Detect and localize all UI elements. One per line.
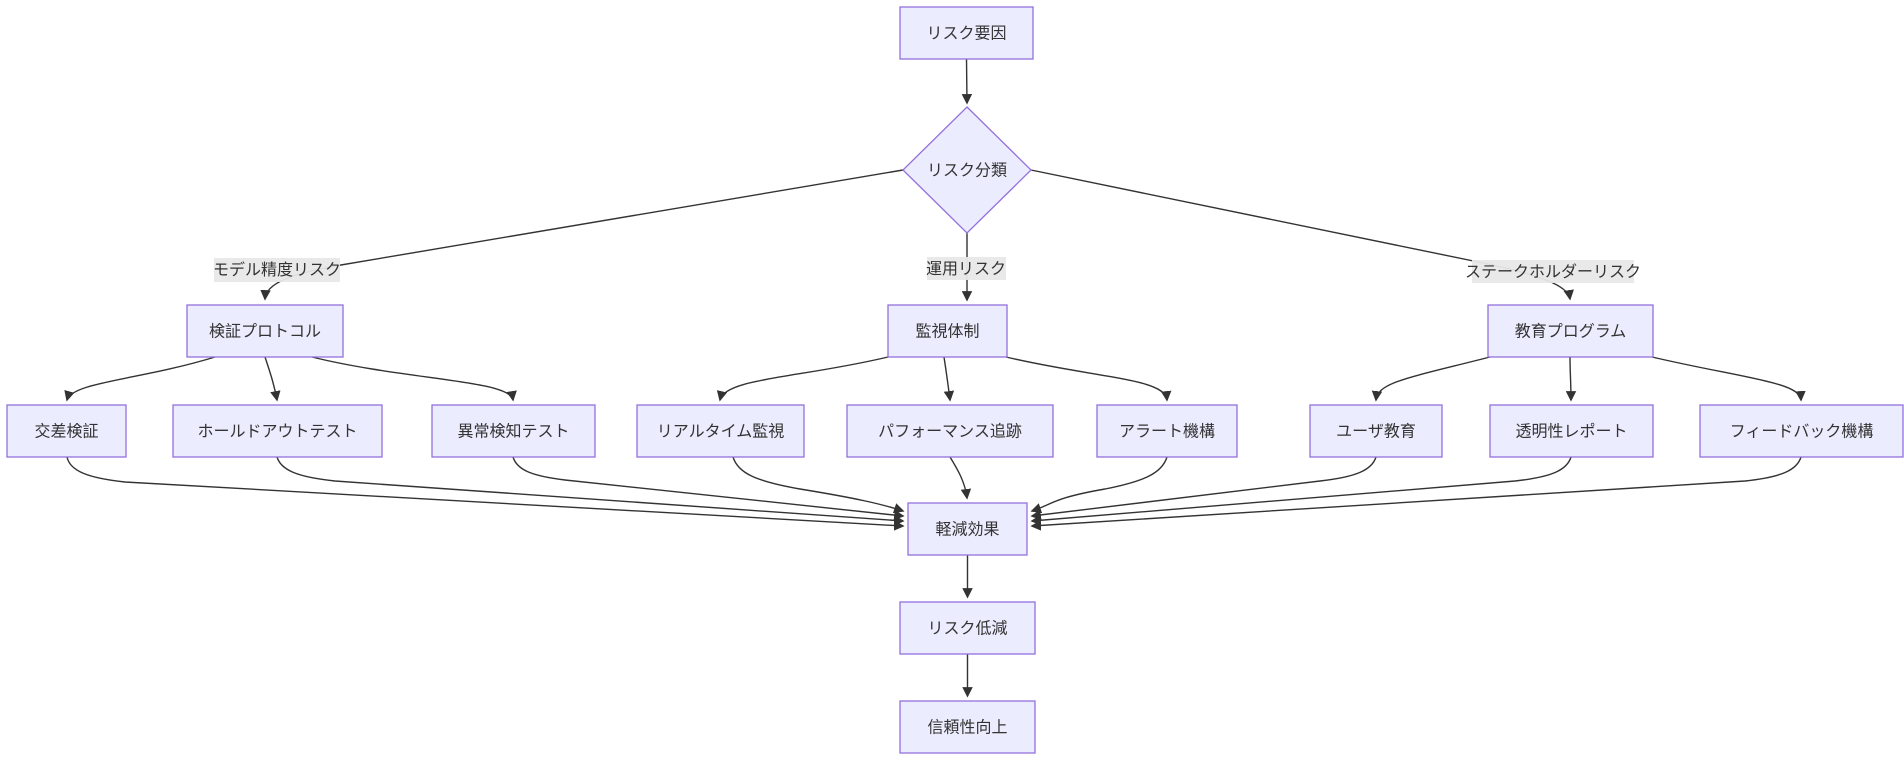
node-usered: ユーザ教育 (1309, 404, 1443, 458)
node-box (186, 304, 344, 358)
edge-monitoring-to-perf (943, 356, 955, 402)
edge-monitoring-to-alert (1005, 356, 1172, 402)
edge-label-text: モデル精度リスク (213, 260, 341, 279)
node-box (899, 700, 1036, 754)
node-monitoring: 監視体制 (887, 304, 1008, 358)
edge-validation-to-anomaly (311, 356, 517, 402)
node-holdout: ホールドアウトテスト (172, 404, 383, 458)
node-box (6, 404, 127, 458)
node-box (907, 502, 1028, 556)
edge-label-stakeholder-risk: ステークホルダーリスク (1465, 260, 1641, 283)
edge-layer (64, 58, 1806, 698)
edge-realtime-to-mitigation (732, 456, 905, 514)
node-label: 透明性レポート (1515, 423, 1627, 441)
edge-monitoring-to-realtime (716, 356, 889, 402)
node-label: 検証プロトコル (209, 323, 321, 341)
edge-label-bg (1472, 260, 1634, 283)
node-risk-reduction: リスク低減 (899, 601, 1036, 655)
node-education: 教育プログラム (1487, 304, 1654, 358)
edge-anomaly-to-mitigation (512, 456, 905, 521)
edge-risk-factor-to-risk-class (961, 58, 973, 105)
node-label: アラート機構 (1119, 423, 1215, 441)
edge-validation-to-crossval (64, 356, 216, 402)
edge-holdout-to-mitigation (276, 456, 905, 526)
node-box (1309, 404, 1443, 458)
node-label: 交差検証 (34, 423, 98, 441)
node-box (899, 6, 1034, 60)
node-box (636, 404, 805, 458)
node-mitigation: 軽減効果 (907, 502, 1028, 556)
node-label: フィードバック機構 (1730, 423, 1874, 441)
node-label: ユーザ教育 (1336, 423, 1416, 441)
node-anomaly: 異常検知テスト (431, 404, 596, 458)
edge-label-bg (214, 258, 340, 282)
node-transparency: 透明性レポート (1489, 404, 1654, 458)
node-label: ホールドアウトテスト (197, 423, 357, 441)
node-label: パフォーマンス追跡 (878, 423, 1022, 441)
node-label: 軽減効果 (935, 521, 999, 539)
node-label: 監視体制 (915, 323, 979, 341)
edge-alert-to-mitigation (1030, 456, 1168, 514)
edge-label-bg (927, 257, 1006, 280)
node-box (899, 601, 1036, 655)
edge-label-model-risk: モデル精度リスク (213, 258, 341, 282)
edge-validation-to-holdout (264, 356, 281, 402)
edge-feedback-to-mitigation (1030, 456, 1802, 531)
node-label: リスク分類 (927, 162, 1007, 180)
node-validation: 検証プロトコル (186, 304, 344, 358)
node-box (887, 304, 1008, 358)
edge-education-to-transparency (1565, 356, 1577, 402)
node-feedback: フィードバック機構 (1699, 404, 1904, 458)
node-risk-class: リスク分類 (902, 106, 1032, 234)
node-label: 教育プログラム (1515, 323, 1627, 341)
edge-perf-to-mitigation (949, 456, 972, 500)
node-reliability: 信頼性向上 (899, 700, 1036, 754)
node-box (1487, 304, 1654, 358)
edge-usered-to-mitigation (1030, 456, 1377, 521)
node-label: リアルタイム監視 (657, 423, 785, 441)
node-box (1489, 404, 1654, 458)
edge-label-op-risk: 運用リスク (926, 257, 1006, 280)
node-box (846, 404, 1054, 458)
node-crossval: 交差検証 (6, 404, 127, 458)
node-diamond (902, 106, 1032, 234)
edge-education-to-usered (1371, 356, 1491, 402)
node-label: 信頼性向上 (927, 719, 1007, 737)
edge-crossval-to-mitigation (66, 456, 905, 531)
node-label: 異常検知テスト (457, 423, 569, 441)
edge-risk-class-to-validation (260, 169, 904, 301)
node-label: リスク要因 (926, 25, 1006, 43)
edge-education-to-feedback (1651, 356, 1806, 402)
node-perf: パフォーマンス追跡 (846, 404, 1054, 458)
node-box (431, 404, 596, 458)
node-box (1699, 404, 1904, 458)
node-label: リスク低減 (927, 620, 1007, 638)
node-alert: アラート機構 (1096, 404, 1238, 458)
edge-label-text: 運用リスク (926, 260, 1006, 278)
node-risk-factor: リスク要因 (899, 6, 1034, 60)
node-realtime: リアルタイム監視 (636, 404, 805, 458)
node-box (1096, 404, 1238, 458)
node-box (172, 404, 383, 458)
edge-label-text: ステークホルダーリスク (1465, 263, 1641, 281)
edge-transparency-to-mitigation (1030, 456, 1572, 526)
